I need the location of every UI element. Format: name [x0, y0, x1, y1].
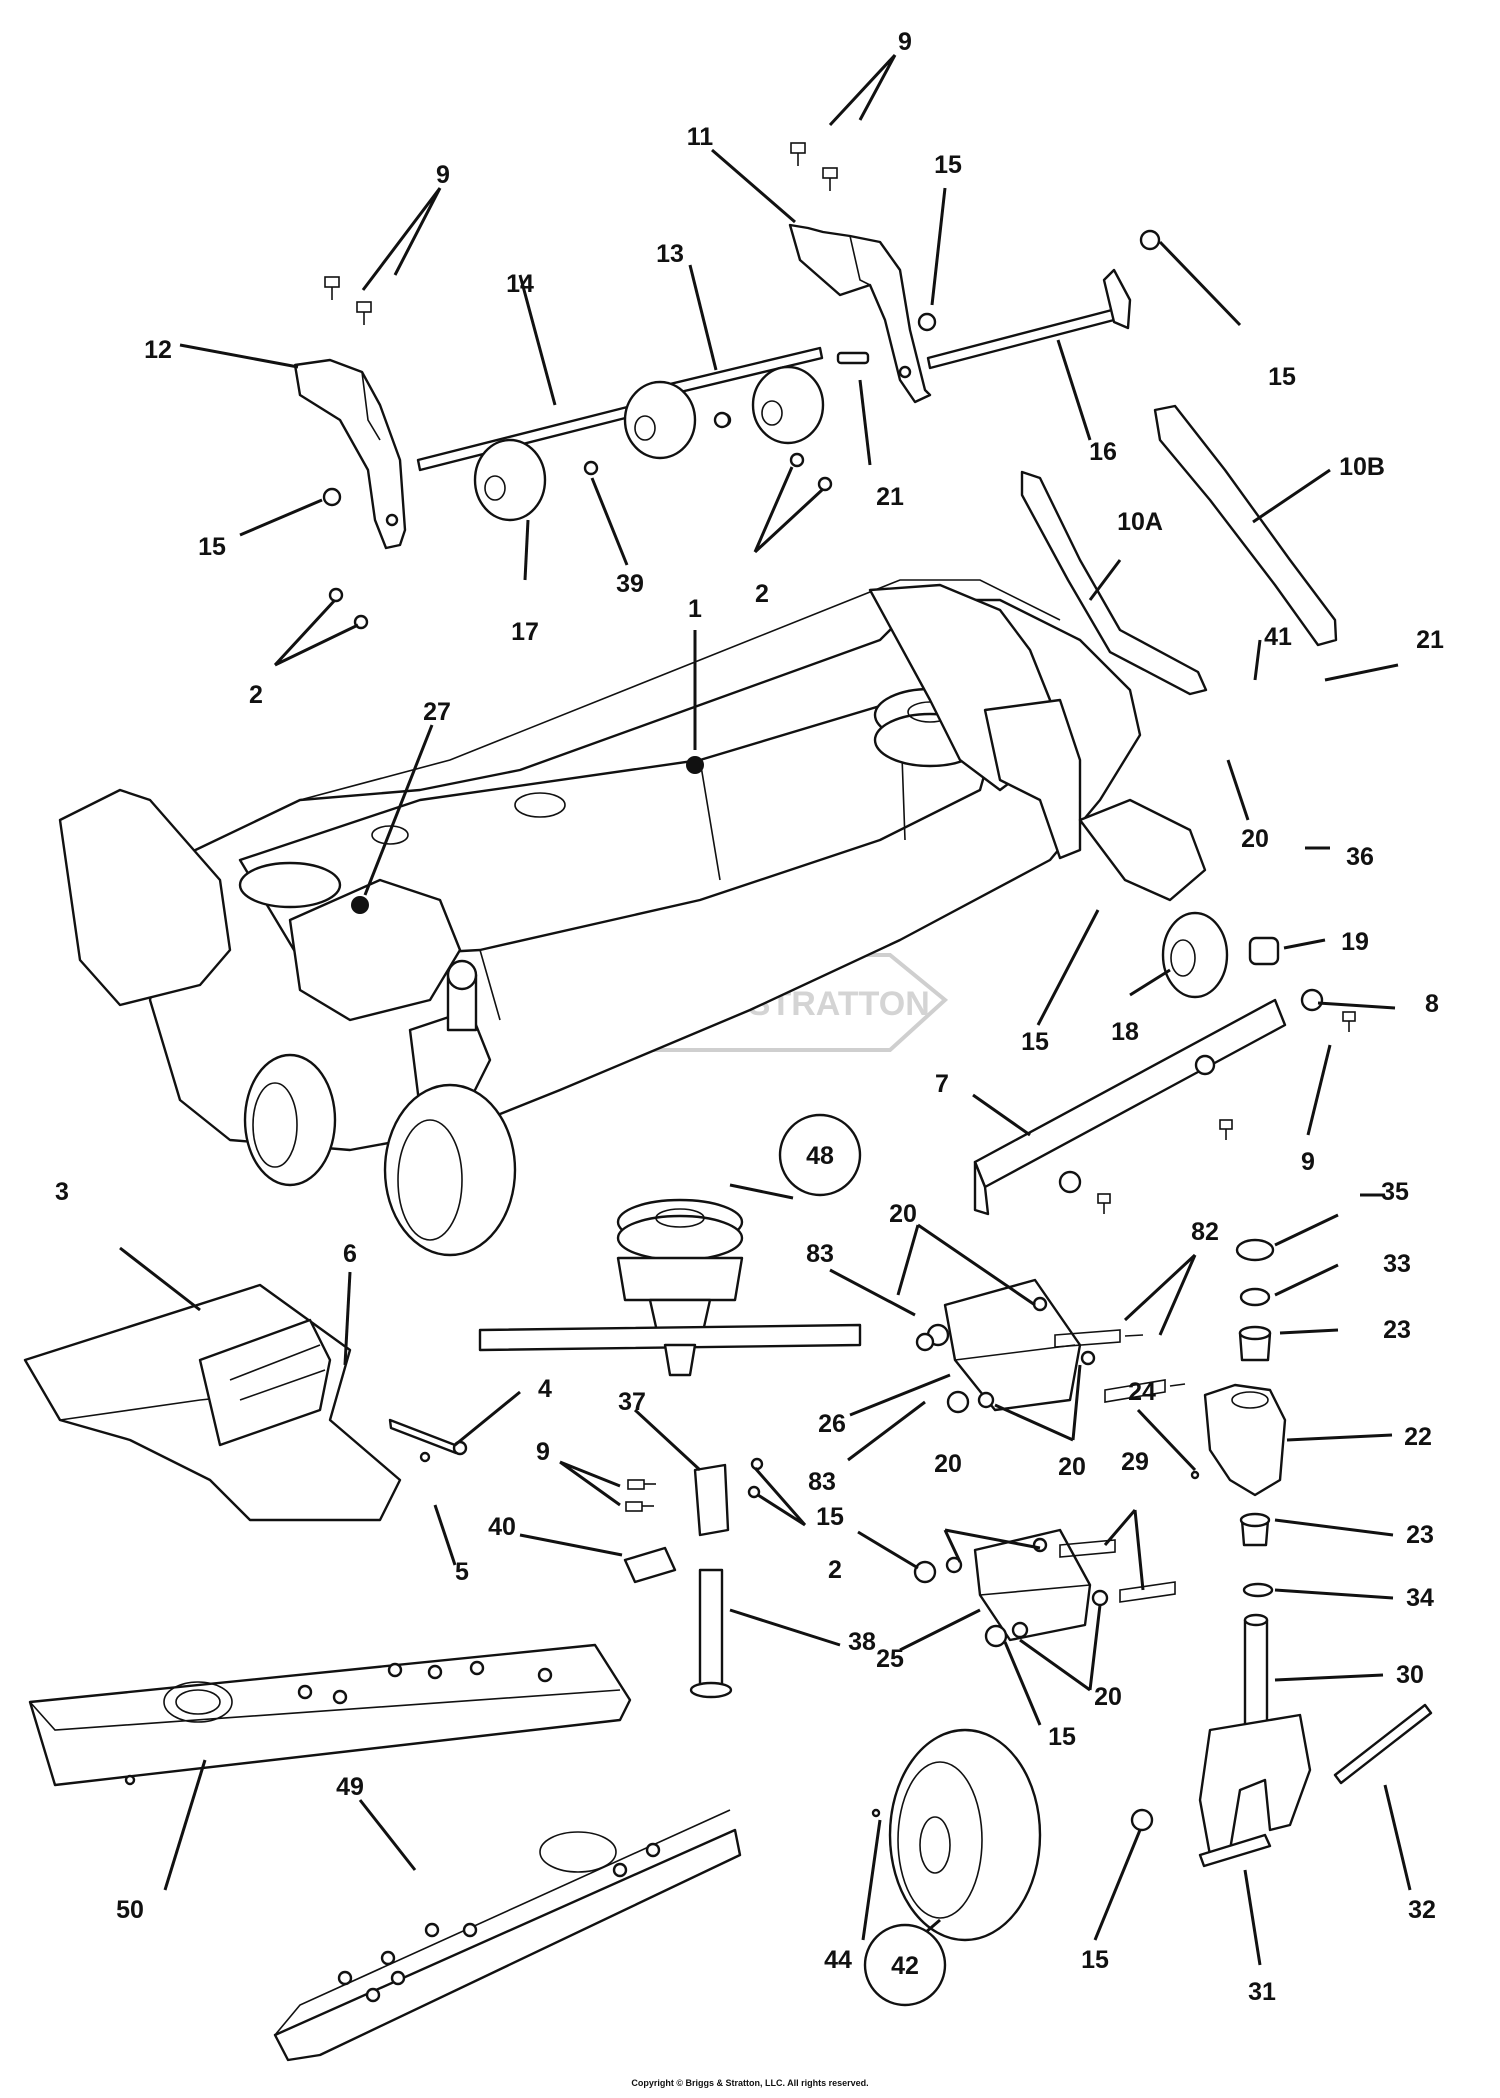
label-31: 31 — [1248, 1978, 1276, 2006]
label-20: 20 — [1241, 825, 1269, 853]
label-1: 1 — [688, 595, 702, 623]
label-5: 5 — [455, 1558, 469, 1586]
label-20: 20 — [1094, 1683, 1122, 1711]
copyright-notice: Copyright © Briggs & Stratton, LLC. All … — [631, 2078, 868, 2088]
rods — [416, 268, 1132, 472]
label-35: 35 — [1381, 1178, 1409, 1206]
label-9: 9 — [436, 161, 450, 189]
label-21: 21 — [1416, 626, 1444, 654]
blocks — [913, 1278, 1186, 1648]
label-15: 15 — [1081, 1946, 1109, 1974]
label-2: 2 — [755, 580, 769, 608]
deck-housing — [58, 579, 1280, 1257]
label-6: 6 — [343, 1240, 357, 1268]
label-16: 16 — [1089, 438, 1117, 466]
label-37: 37 — [618, 1388, 646, 1416]
chute-3 — [23, 1283, 468, 1522]
label-36: 36 — [1346, 843, 1374, 871]
label-24: 24 — [1128, 1378, 1156, 1406]
label-9: 9 — [1301, 1148, 1315, 1176]
label-10B: 10B — [1339, 453, 1385, 481]
label-15: 15 — [1021, 1028, 1049, 1056]
label-15: 15 — [816, 1503, 844, 1531]
label-39: 39 — [616, 570, 644, 598]
label-13: 13 — [656, 240, 684, 268]
label-9: 9 — [898, 28, 912, 56]
hardware-bolts — [322, 142, 1161, 630]
label-12: 12 — [144, 336, 172, 364]
bracket-11 — [788, 223, 932, 404]
label-40: 40 — [488, 1513, 516, 1541]
label-21: 21 — [876, 483, 904, 511]
label-10A: 10A — [1117, 508, 1163, 536]
label-34: 34 — [1406, 1584, 1434, 1612]
label-4: 4 — [538, 1375, 552, 1403]
label-8: 8 — [1425, 990, 1439, 1018]
label-30: 30 — [1396, 1661, 1424, 1689]
label-20: 20 — [1058, 1453, 1086, 1481]
label-20: 20 — [889, 1200, 917, 1228]
baffle-7 — [973, 988, 1356, 1216]
links-10 — [1020, 404, 1338, 696]
label-23: 23 — [1406, 1521, 1434, 1549]
label-18: 18 — [1111, 1018, 1139, 1046]
label-48: 48 — [806, 1142, 834, 1170]
caster-assembly — [1130, 1238, 1433, 1868]
label-33: 33 — [1383, 1250, 1411, 1278]
label-38: 38 — [848, 1628, 876, 1656]
label-83: 83 — [808, 1468, 836, 1496]
spindle-48 — [478, 1198, 862, 1377]
label-41: 41 — [1264, 623, 1292, 651]
callout-circle-48 — [778, 1113, 862, 1197]
label-42: 42 — [891, 1952, 919, 1980]
label-11: 11 — [687, 123, 714, 151]
label-26: 26 — [818, 1410, 846, 1438]
plates — [28, 1643, 742, 2062]
label-22: 22 — [1404, 1423, 1432, 1451]
label-15: 15 — [1268, 363, 1296, 391]
label-14: 14 — [506, 270, 534, 298]
pins — [623, 1457, 764, 1699]
callout-circle-42 — [863, 1923, 947, 2007]
label-17: 17 — [511, 618, 539, 646]
label-82: 82 — [1191, 1218, 1219, 1246]
leader-lines — [119, 53, 1412, 1966]
label-20: 20 — [934, 1450, 962, 1478]
label-15: 15 — [1048, 1723, 1076, 1751]
label-2: 2 — [828, 1556, 842, 1584]
wheel-42 — [871, 1728, 1042, 1942]
label-7: 7 — [935, 1070, 949, 1098]
label-27: 27 — [423, 698, 451, 726]
label-19: 19 — [1341, 928, 1369, 956]
label-23: 23 — [1383, 1316, 1411, 1344]
label-50: 50 — [116, 1896, 144, 1924]
part-labels: 9 11 9 15 14 13 12 15 16 10B 21 15 17 39… — [55, 28, 1444, 2006]
label-83: 83 — [806, 1240, 834, 1268]
label-3: 3 — [55, 1178, 69, 1206]
label-9: 9 — [536, 1438, 550, 1466]
label-29: 29 — [1121, 1448, 1149, 1476]
label-44: 44 — [824, 1946, 852, 1974]
label-25: 25 — [876, 1645, 904, 1673]
label-15: 15 — [934, 151, 962, 179]
label-32: 32 — [1408, 1896, 1436, 1924]
label-2: 2 — [249, 681, 263, 709]
label-49: 49 — [336, 1773, 364, 1801]
rollers — [473, 365, 825, 522]
label-15: 15 — [198, 533, 226, 561]
bracket-12 — [293, 358, 407, 550]
